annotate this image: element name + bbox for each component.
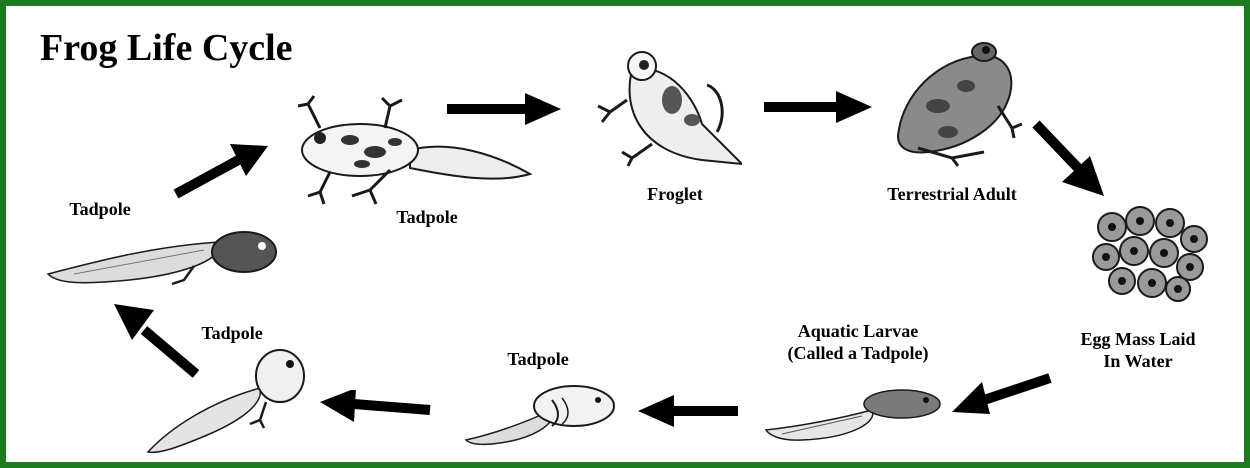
diagram-title: Frog Life Cycle	[40, 26, 293, 70]
adult-frog-illustration	[888, 36, 1028, 168]
label-tadpole-hind-legs: Tadpole	[201, 322, 262, 344]
label-tadpole-gills: Tadpole	[507, 348, 568, 370]
arrow-down-right-icon	[1032, 120, 1108, 198]
label-terrestrial-adult: Terrestrial Adult	[887, 183, 1017, 205]
label-froglet: Froglet	[647, 183, 703, 205]
arrow-up-left-icon	[110, 300, 202, 380]
label-tadpole-four-legs: Tadpole	[396, 206, 457, 228]
tadpole-long-illustration	[44, 222, 280, 288]
arrow-right-icon	[762, 90, 874, 124]
label-aquatic-larvae: Aquatic Larvae (Called a Tadpole)	[787, 320, 928, 364]
arrow-right-icon	[445, 92, 563, 126]
tadpole-gills-illustration	[462, 380, 622, 446]
arrow-down-left-icon	[950, 372, 1054, 416]
label-egg-mass: Egg Mass Laid In Water	[1080, 328, 1195, 372]
label-tadpole-long: Tadpole	[69, 198, 130, 220]
arrow-up-right-icon	[172, 142, 270, 200]
label-aquatic-larvae-line2: (Called a Tadpole)	[787, 342, 928, 364]
arrow-left-icon	[318, 390, 432, 424]
egg-mass-illustration	[1090, 203, 1210, 303]
label-aquatic-larvae-line1: Aquatic Larvae	[787, 320, 928, 342]
froglet-illustration	[592, 40, 742, 168]
label-egg-mass-line2: In Water	[1080, 350, 1195, 372]
aquatic-larvae-illustration	[762, 382, 942, 444]
label-egg-mass-line1: Egg Mass Laid	[1080, 328, 1195, 350]
arrow-left-icon	[636, 394, 740, 428]
